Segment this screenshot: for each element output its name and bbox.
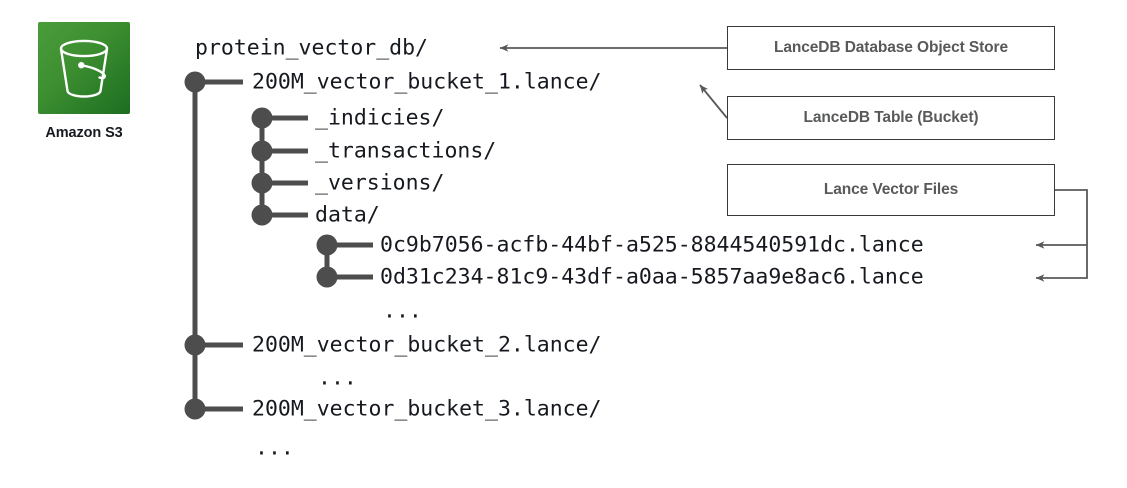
tree-node-bucket3[interactable]: 200M_vector_bucket_3.lance/ (252, 396, 602, 422)
amazon-s3-block: Amazon S3 (29, 22, 139, 141)
tree-node-lance-file-2[interactable]: 0d31c234-81c9-43df-a0aa-5857aa9e8ac6.lan… (380, 264, 924, 290)
callout-vector-files: Lance Vector Files (727, 164, 1055, 216)
tree-node-data[interactable]: data/ (315, 202, 380, 228)
callout-database-object-store: LanceDB Database Object Store (727, 26, 1055, 70)
amazon-s3-label: Amazon S3 (45, 125, 123, 141)
tree-node-indicies[interactable]: _indicies/ (315, 105, 445, 131)
tree-node-lance-file-1[interactable]: 0c9b7056-acfb-44bf-a525-8844540591dc.lan… (380, 232, 924, 258)
tree-ellipsis-files: ... (383, 298, 422, 324)
tree-node-versions[interactable]: _versions/ (315, 170, 445, 196)
tree-ellipsis-bucket2: ... (318, 365, 357, 391)
callout-table-bucket-label: LanceDB Table (Bucket) (803, 109, 979, 126)
s3-bucket-icon (38, 22, 130, 114)
callout-database-object-store-label: LanceDB Database Object Store (774, 39, 1008, 56)
tree-root-label: protein_vector_db/ (195, 35, 428, 61)
tree-ellipsis-root: ... (255, 435, 294, 461)
tree-node-transactions[interactable]: _transactions/ (315, 138, 497, 164)
callout-vector-files-label: Lance Vector Files (823, 181, 959, 198)
tree-node-bucket1[interactable]: 200M_vector_bucket_1.lance/ (252, 69, 602, 95)
callout-table-bucket: LanceDB Table (Bucket) (727, 96, 1055, 140)
tree-node-bucket2[interactable]: 200M_vector_bucket_2.lance/ (252, 332, 602, 358)
